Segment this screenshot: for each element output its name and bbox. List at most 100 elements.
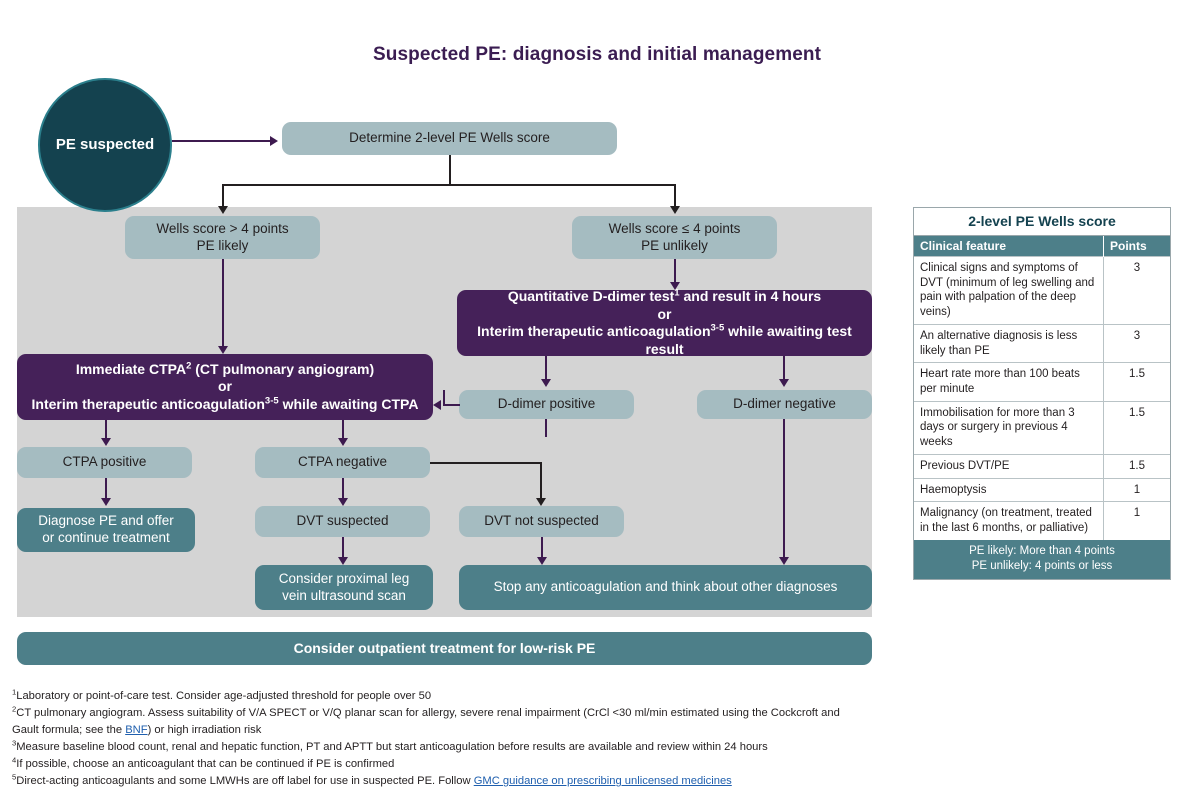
arrow-to-unlikely bbox=[670, 206, 680, 214]
table-row: Immobilisation for more than 3 days or s… bbox=[914, 400, 1170, 455]
wells-table-footer: PE likely: More than 4 points PE unlikel… bbox=[914, 539, 1170, 579]
node-pe-suspected[interactable]: PE suspected bbox=[38, 78, 172, 212]
arrow-ctpa-positive bbox=[101, 438, 111, 446]
wells-col-points: Points bbox=[1103, 236, 1170, 257]
bnf-link[interactable]: BNF bbox=[125, 724, 148, 737]
table-row: Heart rate more than 100 beats per minut… bbox=[914, 362, 1170, 402]
wells-points: 3 bbox=[1103, 323, 1170, 363]
footnote-3: 3Measure baseline blood count, renal and… bbox=[12, 738, 768, 754]
connector-ctpaneg-to-dvt bbox=[342, 478, 344, 500]
wells-points: 1.5 bbox=[1103, 400, 1170, 455]
node-ctpa-line1: Immediate CTPA2 (CT pulmonary angiogram) bbox=[75, 360, 375, 377]
node-proximal-line1: Consider proximal leg bbox=[278, 570, 410, 586]
node-ddimer-test[interactable]: Quantitative D-dimer test1 and result in… bbox=[457, 287, 872, 357]
node-wells-unlikely-line1: Wells score ≤ 4 points bbox=[608, 220, 741, 236]
arrow-ddimer-positive bbox=[541, 379, 551, 387]
node-diagnose-line2: or continue treatment bbox=[42, 530, 170, 545]
page-title: Suspected PE: diagnosis and initial mana… bbox=[372, 44, 822, 65]
node-outpatient-label: Consider outpatient treatment for low-ri… bbox=[293, 639, 596, 656]
node-determine-wells-label: Determine 2-level PE Wells score bbox=[349, 130, 550, 146]
wells-points: 1 bbox=[1103, 477, 1170, 502]
wells-feature: Malignancy (on treatment, treated in the… bbox=[914, 501, 1104, 540]
node-stop-anticoagulation-label: Stop any anticoagulation and think about… bbox=[493, 579, 838, 595]
wells-score-table: 2-level PE Wells score Clinical feature … bbox=[913, 207, 1171, 580]
node-diagnose-pe[interactable]: Diagnose PE and offer or continue treatm… bbox=[17, 508, 195, 552]
wells-table-grid: Clinical feature Points Clinical signs a… bbox=[914, 236, 1170, 540]
table-row: Clinical signs and symptoms of DVT (mini… bbox=[914, 256, 1170, 325]
arrow-to-dvt-not-suspected bbox=[536, 498, 546, 506]
node-outpatient-treatment[interactable]: Consider outpatient treatment for low-ri… bbox=[17, 632, 872, 665]
footnote-ref-1: 1 bbox=[674, 287, 680, 299]
node-ddimer-positive-label: D-dimer positive bbox=[497, 396, 596, 412]
node-wells-likely-line1: Wells score > 4 points bbox=[156, 220, 289, 236]
node-ctpa-negative[interactable]: CTPA negative bbox=[255, 447, 430, 478]
wells-feature: Previous DVT/PE bbox=[914, 453, 1104, 479]
node-dvt-suspected-label: DVT suspected bbox=[296, 513, 389, 529]
arrow-to-diagnose bbox=[101, 498, 111, 506]
wells-table-header-row: Clinical feature Points bbox=[914, 236, 1170, 257]
arrow-to-dvt-suspected bbox=[338, 498, 348, 506]
node-ctpa-positive[interactable]: CTPA positive bbox=[17, 447, 192, 478]
node-ddimer-line1: Quantitative D-dimer test1 and result in… bbox=[507, 287, 822, 304]
arrow-to-ctpa bbox=[218, 346, 228, 354]
arrow-positive-to-ctpa bbox=[433, 400, 441, 410]
wells-feature: Haemoptysis bbox=[914, 477, 1104, 502]
table-row: Haemoptysis 1 bbox=[914, 477, 1170, 502]
connector-unlikely-to-ddimer bbox=[674, 259, 676, 284]
connector-dvtnot-down bbox=[540, 462, 542, 500]
node-ctpa-positive-label: CTPA positive bbox=[62, 454, 147, 470]
footnote-ref-3-5b: 3-5 bbox=[264, 395, 279, 407]
footnote-4: 4If possible, choose an anticoagulant th… bbox=[12, 755, 395, 771]
footnote-mark-5: 5 bbox=[12, 772, 17, 782]
footnote-2: 2CT pulmonary angiogram. Assess suitabil… bbox=[12, 704, 840, 720]
footnote-mark-1: 1 bbox=[12, 687, 17, 697]
node-ddimer-line3: Interim therapeutic anticoagulation3-5 w… bbox=[477, 322, 852, 357]
node-wells-unlikely[interactable]: Wells score ≤ 4 points PE unlikely bbox=[572, 216, 777, 259]
wells-points: 1.5 bbox=[1103, 362, 1170, 402]
footnote-mark-3: 3 bbox=[12, 738, 17, 748]
footnote-1: 1Laboratory or point-of-care test. Consi… bbox=[12, 687, 432, 702]
node-ddimer-positive[interactable]: D-dimer positive bbox=[459, 390, 634, 419]
node-immediate-ctpa[interactable]: Immediate CTPA2 (CT pulmonary angiogram)… bbox=[17, 354, 433, 420]
node-dvt-not-suspected[interactable]: DVT not suspected bbox=[459, 506, 624, 537]
wells-footer-line2: PE unlikely: 4 points or less bbox=[971, 559, 1113, 572]
node-ddimer-negative-label: D-dimer negative bbox=[733, 396, 836, 412]
node-pe-suspected-label: PE suspected bbox=[55, 136, 155, 154]
connector-dvtnot-to-stop bbox=[541, 537, 543, 559]
wells-points: 1 bbox=[1103, 501, 1170, 540]
connector-ctpa-to-negative bbox=[342, 420, 344, 440]
connector-ddimer-to-positive bbox=[545, 356, 547, 381]
connector-to-likely bbox=[222, 184, 224, 209]
wells-feature: Immobilisation for more than 3 days or s… bbox=[914, 400, 1104, 455]
wells-points: 1.5 bbox=[1103, 453, 1170, 479]
arrow-dvtnot-to-stop bbox=[537, 557, 547, 565]
node-dvt-suspected[interactable]: DVT suspected bbox=[255, 506, 430, 537]
connector-positive-up bbox=[443, 390, 445, 405]
node-wells-unlikely-line2: PE unlikely bbox=[641, 237, 708, 253]
connector-ctpaneg-right bbox=[430, 462, 541, 464]
node-determine-wells[interactable]: Determine 2-level PE Wells score bbox=[282, 122, 617, 155]
table-row: An alternative diagnosis is less likely … bbox=[914, 323, 1170, 363]
connector-positive-down bbox=[545, 419, 547, 437]
node-ctpa-line3: Interim therapeutic anticoagulation3-5 w… bbox=[31, 395, 419, 412]
node-stop-anticoagulation[interactable]: Stop any anticoagulation and think about… bbox=[459, 565, 872, 610]
connector-start-to-determine bbox=[172, 140, 270, 142]
arrow-to-determine bbox=[270, 136, 278, 146]
connector-to-unlikely bbox=[674, 184, 676, 209]
gmc-guidance-link[interactable]: GMC guidance on prescribing unlicensed m… bbox=[473, 775, 732, 788]
connector-ctpa-to-positive bbox=[105, 420, 107, 440]
footnote-mark-2: 2 bbox=[12, 704, 17, 714]
arrow-to-ddimer bbox=[670, 282, 680, 290]
connector-likely-to-ctpa bbox=[222, 259, 224, 348]
wells-col-feature: Clinical feature bbox=[914, 236, 1104, 257]
wells-footer-line1: PE likely: More than 4 points bbox=[969, 544, 1115, 557]
wells-table-title: 2-level PE Wells score bbox=[914, 208, 1170, 236]
connector-negative-to-stop bbox=[783, 419, 785, 559]
footnote-ref-2: 2 bbox=[186, 360, 192, 372]
node-proximal-ultrasound[interactable]: Consider proximal leg vein ultrasound sc… bbox=[255, 565, 433, 610]
node-wells-likely[interactable]: Wells score > 4 points PE likely bbox=[125, 216, 320, 259]
node-ddimer-negative[interactable]: D-dimer negative bbox=[697, 390, 872, 419]
footnotes: 1Laboratory or point-of-care test. Consi… bbox=[12, 688, 1132, 790]
node-ctpa-line2: or bbox=[218, 378, 232, 395]
